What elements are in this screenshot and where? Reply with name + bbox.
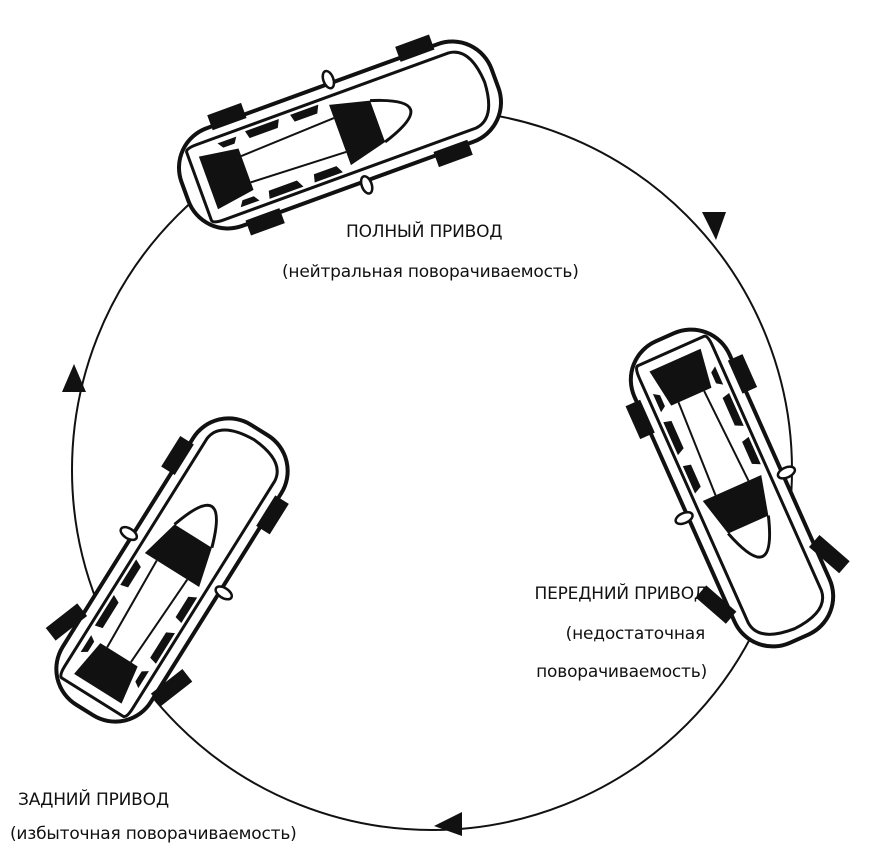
arrow-right [702, 212, 726, 240]
car-awd [160, 15, 520, 255]
arrow-bottom [434, 812, 462, 836]
fwd-description-line1: (недостаточная [565, 624, 706, 644]
fwd-title: ПЕРЕДНИЙ ПРИВОД [534, 584, 708, 604]
awd-title: ПОЛНЫЙ ПРИВОД [346, 222, 503, 242]
car-rwd [27, 393, 317, 747]
arrow-left [62, 364, 86, 392]
awd-description: (нейтральная поворачиваемость) [282, 262, 579, 282]
rwd-description: (избыточная поворачиваемость) [10, 824, 297, 844]
car-fwd [603, 308, 861, 668]
fwd-description-line2: поворачиваемость) [536, 662, 707, 682]
rwd-title: ЗАДНИЙ ПРИВОД [18, 790, 169, 810]
